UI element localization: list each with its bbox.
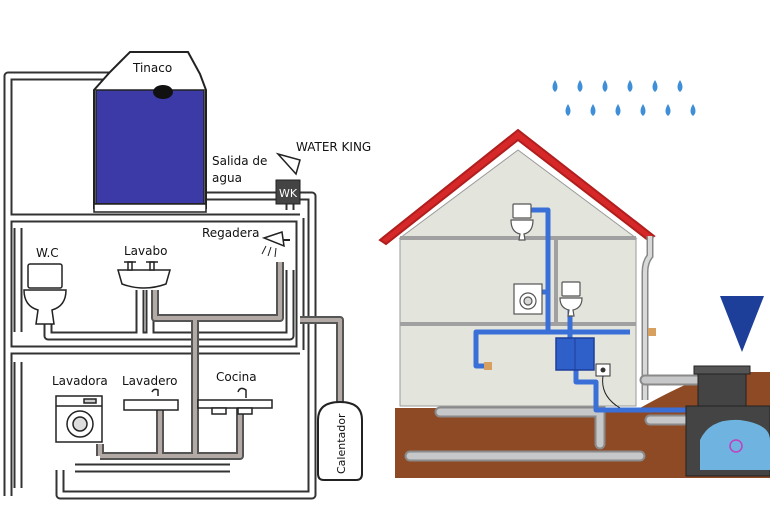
wk-device	[275, 179, 301, 205]
left-plumbing-schematic: Tinaco Salida de agua WATER KING WK Rega…	[3, 51, 371, 500]
water-supply-pipes	[473, 207, 700, 413]
water-outlet-label-line1: Salida de	[212, 154, 267, 168]
sink-label: Lavabo	[124, 244, 167, 258]
raindrop-icon	[665, 104, 671, 116]
water-tank	[93, 51, 207, 213]
water-king-cone-icon	[275, 152, 301, 176]
laundry-sink-label: Lavadero	[122, 374, 178, 388]
raindrop-icon	[652, 80, 658, 92]
heater-label: Calentador	[335, 413, 348, 474]
raindrop-icon	[615, 104, 621, 116]
rain-drops	[552, 80, 696, 116]
toilet-icon	[559, 281, 583, 317]
laundry-sink-icon	[123, 388, 179, 411]
raindrop-icon	[590, 104, 596, 116]
raindrop-icon	[602, 80, 608, 92]
water-heater	[317, 400, 363, 481]
raindrop-icon	[565, 104, 571, 116]
tank-label: Tinaco	[132, 61, 172, 75]
shower-label: Regadera	[202, 226, 259, 240]
wk-device-label: WK	[279, 187, 298, 200]
downward-triangle-icon	[720, 296, 764, 352]
raindrop-icon	[552, 80, 558, 92]
building-frame	[3, 71, 305, 496]
kitchen-sink-icon	[197, 387, 273, 415]
raindrop-icon	[677, 80, 683, 92]
raindrop-icon	[640, 104, 646, 116]
kitchen-label: Cocina	[216, 370, 257, 384]
water-king-label: WATER KING	[296, 140, 371, 154]
water-outlet-label-line2: agua	[212, 171, 242, 185]
cistern-icon	[685, 365, 770, 477]
raindrop-icon	[627, 80, 633, 92]
right-house-diagram	[378, 80, 770, 478]
raindrop-icon	[577, 80, 583, 92]
toilet-icon	[510, 203, 534, 241]
house	[378, 128, 656, 407]
toilet-label: W.C	[36, 246, 59, 260]
shower-head-icon	[261, 231, 290, 258]
raindrop-icon	[690, 104, 696, 116]
washing-machine-icon	[55, 395, 103, 443]
sink-icon	[117, 261, 171, 289]
hot-water-pipes	[96, 262, 344, 460]
toilet-icon	[23, 263, 67, 325]
washer-label: Lavadora	[52, 374, 108, 388]
washing-machine-icon	[513, 283, 543, 315]
